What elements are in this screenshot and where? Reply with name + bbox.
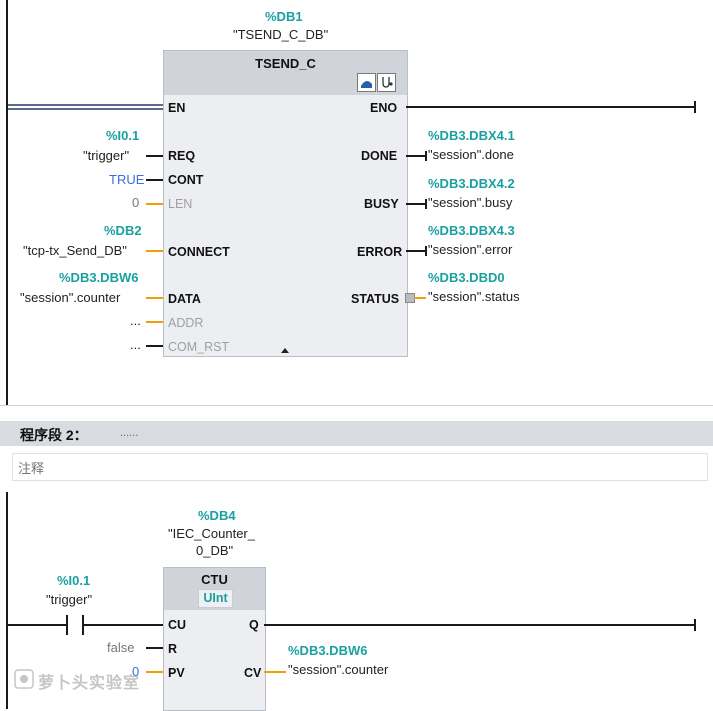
data-address: %DB3.DBW6	[59, 270, 139, 285]
done-address: %DB3.DBX4.1	[428, 128, 515, 143]
connect-address: %DB2	[104, 223, 142, 238]
diagnostics-icon[interactable]	[377, 73, 396, 92]
ctu-block-title: CTU	[201, 572, 228, 587]
pin-r: R	[168, 642, 178, 656]
ctu-block[interactable]: CTU UInt	[163, 567, 266, 711]
error-operand[interactable]: "session".error	[428, 242, 513, 257]
network-2-comment-field[interactable]: 注释	[12, 453, 708, 481]
contact-address: %I0.1	[57, 573, 91, 588]
data-operand[interactable]: "session".counter	[20, 290, 121, 305]
config-icon[interactable]	[357, 73, 376, 92]
network-2-header[interactable]: 程序段 2： ......	[0, 421, 713, 446]
com-rst-operand[interactable]: ...	[130, 337, 141, 352]
tsend-db-name[interactable]: "TSEND_C_DB"	[233, 27, 329, 42]
pin-connect: CONNECT	[168, 245, 230, 259]
pin-en: EN	[168, 101, 186, 115]
done-operand[interactable]: "session".done	[428, 147, 514, 162]
tsend-db-address: %DB1	[265, 9, 303, 24]
pin-status: STATUS	[351, 292, 400, 306]
status-operand[interactable]: "session".status	[428, 289, 520, 304]
ctu-db-address: %DB4	[198, 508, 236, 523]
cv-operand[interactable]: "session".counter	[288, 662, 389, 677]
pin-req: REQ	[168, 149, 196, 163]
pin-cv: CV	[244, 666, 262, 680]
network-2-dots: ......	[120, 427, 139, 439]
ctu-db-name-line1[interactable]: "IEC_Counter_	[168, 526, 255, 541]
pin-len: LEN	[168, 197, 193, 211]
network-2-title: 程序段 2：	[20, 427, 88, 443]
pin-com-rst: COM_RST	[168, 340, 230, 354]
busy-address: %DB3.DBX4.2	[428, 176, 515, 191]
len-operand[interactable]: 0	[132, 195, 140, 210]
cv-address: %DB3.DBW6	[288, 643, 368, 658]
pin-pv: PV	[168, 666, 185, 680]
comment-label: 注释	[18, 461, 45, 476]
connect-operand[interactable]: "tcp-tx_Send_DB"	[23, 243, 127, 258]
pin-done: DONE	[361, 149, 398, 163]
pin-q: Q	[249, 618, 259, 632]
pin-error: ERROR	[357, 245, 403, 259]
req-operand[interactable]: "trigger"	[83, 148, 130, 163]
contact-left-bar[interactable]	[66, 615, 68, 635]
addr-operand[interactable]: ...	[130, 313, 141, 328]
pin-addr: ADDR	[168, 316, 204, 330]
r-operand[interactable]: false	[107, 640, 135, 655]
pin-cont: CONT	[168, 173, 204, 187]
collapse-icon[interactable]	[281, 348, 289, 353]
pin-eno: ENO	[370, 101, 398, 115]
contact-right-bar[interactable]	[82, 615, 84, 635]
pin-busy: BUSY	[364, 197, 399, 211]
ctu-db-name-line2[interactable]: 0_DB"	[196, 543, 234, 558]
ctu-type-selector[interactable]: UInt	[198, 589, 233, 608]
cont-operand[interactable]: TRUE	[109, 172, 145, 187]
watermark-logo	[14, 669, 34, 694]
busy-operand[interactable]: "session".busy	[428, 195, 513, 210]
tsend-c-block[interactable]: TSEND_C	[163, 50, 408, 357]
req-address: %I0.1	[106, 128, 140, 143]
pin-data: DATA	[168, 292, 201, 306]
contact-operand[interactable]: "trigger"	[46, 592, 93, 607]
pv-operand[interactable]: 0	[132, 664, 140, 679]
status-address: %DB3.DBD0	[428, 270, 505, 285]
tsend-block-title: TSEND_C	[255, 56, 316, 71]
watermark-text: 萝卜头实验室	[38, 675, 141, 692]
error-address: %DB3.DBX4.3	[428, 223, 515, 238]
pin-cu: CU	[168, 618, 187, 632]
